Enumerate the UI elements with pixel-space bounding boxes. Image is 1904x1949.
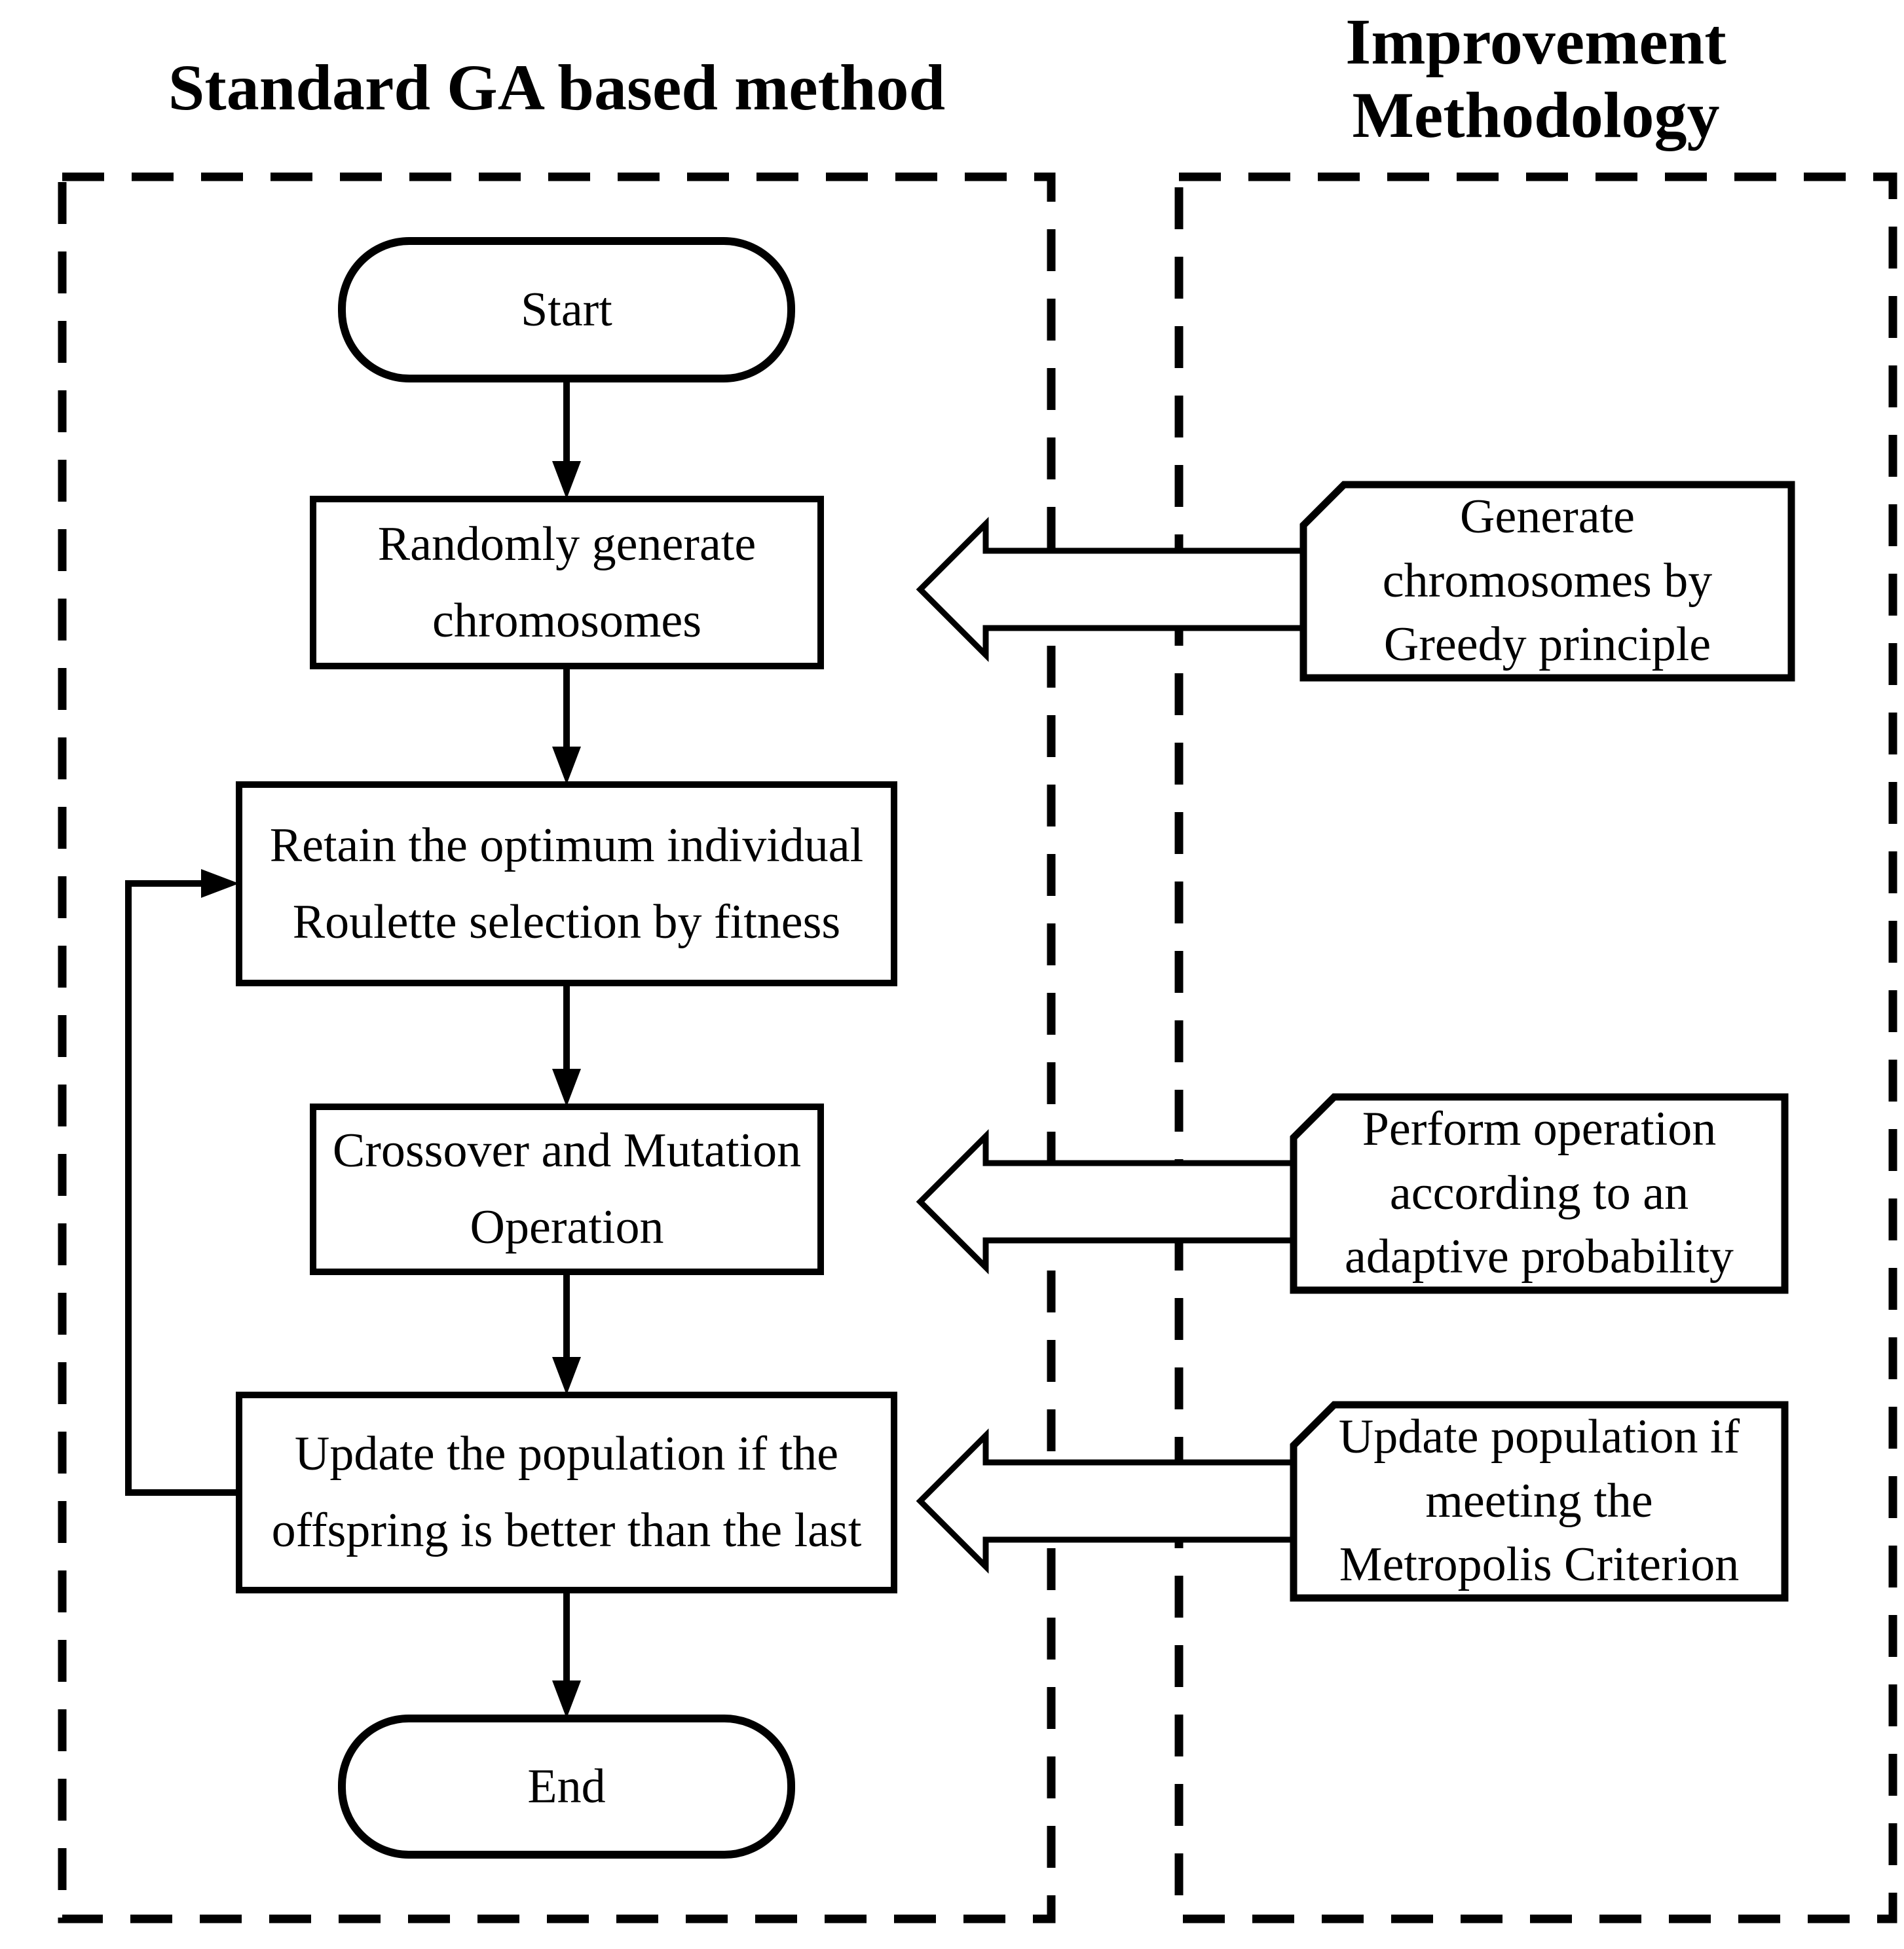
adaptive-note-label: Perform operation according to an adapti…	[1345, 1102, 1734, 1284]
arrow-retain-to-crossover-icon	[552, 983, 581, 1107]
metropolis-note-shape	[1290, 1401, 1789, 1602]
generate-node-label: Randomly generate chromosomes	[377, 517, 756, 648]
left-section-title: Standard GA based method	[168, 51, 946, 124]
block-arrow-adaptive-icon	[916, 1129, 1298, 1274]
right-section-title: Improvement Methodology	[1345, 5, 1727, 151]
block-arrow-metropolis-icon	[916, 1428, 1298, 1574]
update-node-label: Update the population if the offspring i…	[271, 1427, 862, 1557]
feedback-loop-icon	[125, 869, 239, 1496]
greedy-note-label: Generate chromosomes by Greedy principle	[1382, 489, 1713, 672]
metropolis-note-label: Update population if meeting the Metropo…	[1338, 1409, 1740, 1592]
retain-node-shape	[236, 781, 897, 986]
adaptive-note-shape	[1290, 1093, 1789, 1294]
improvement-container	[1174, 172, 1897, 1923]
generate-node-shape	[310, 496, 824, 669]
standard-ga-container	[58, 172, 1056, 1923]
retain-node-label: Retain the optimum individual Roulette s…	[269, 818, 864, 949]
arrow-update-to-end-icon	[552, 1590, 581, 1718]
crossover-node-label: Crossover and Mutation Operation	[332, 1124, 802, 1254]
start-node-label: Start	[521, 282, 612, 337]
block-arrow-greedy-icon	[916, 517, 1308, 662]
greedy-note-shape	[1299, 481, 1795, 682]
arrow-generate-to-retain-icon	[552, 666, 581, 785]
end-node-label: End	[527, 1759, 606, 1813]
arrow-start-to-generate-icon	[552, 379, 581, 499]
crossover-node-shape	[310, 1104, 824, 1275]
arrow-crossover-to-update-icon	[552, 1272, 581, 1395]
